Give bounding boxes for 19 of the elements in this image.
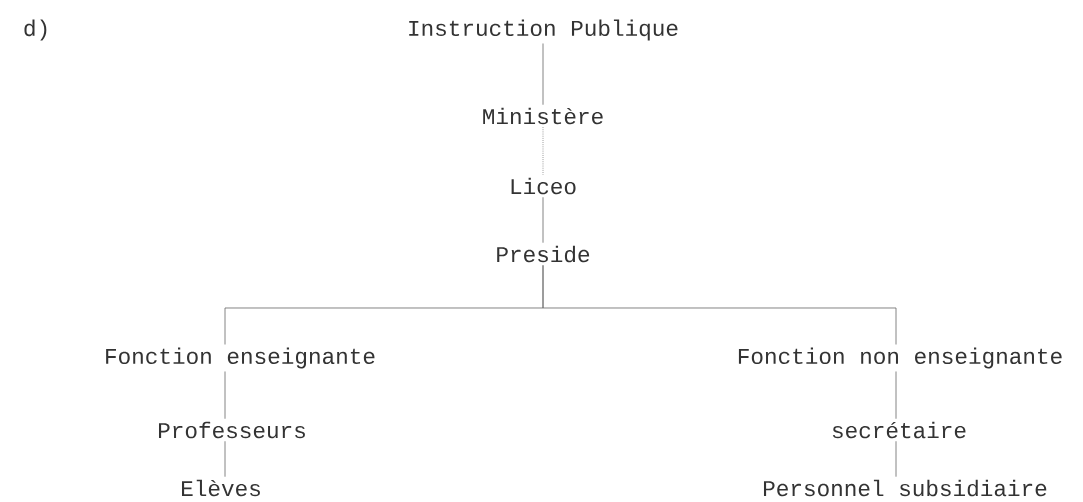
org-label: Ministère	[483, 107, 603, 125]
connector-line	[224, 440, 226, 478]
org-label: secrétaire	[832, 421, 966, 439]
connector-line	[542, 264, 897, 345]
org-label: Personnel subsidiaire	[764, 479, 1047, 497]
org-label: Fonction enseignante	[106, 347, 375, 369]
connector-line	[224, 371, 226, 420]
org-label: Fonction non enseignante	[738, 347, 1062, 369]
org-label: Preside	[497, 245, 590, 263]
org-label: Professeurs	[159, 421, 305, 439]
org-label: Elèves	[182, 479, 260, 497]
connector-line	[542, 43, 544, 106]
connector-line	[542, 126, 544, 176]
org-label: Liceo	[511, 177, 576, 195]
connector-line	[895, 371, 897, 420]
connector-line	[542, 196, 544, 244]
connector-line	[895, 440, 897, 478]
panel-letter: d)	[24, 19, 47, 41]
org-label: Instruction Publique	[409, 19, 678, 41]
